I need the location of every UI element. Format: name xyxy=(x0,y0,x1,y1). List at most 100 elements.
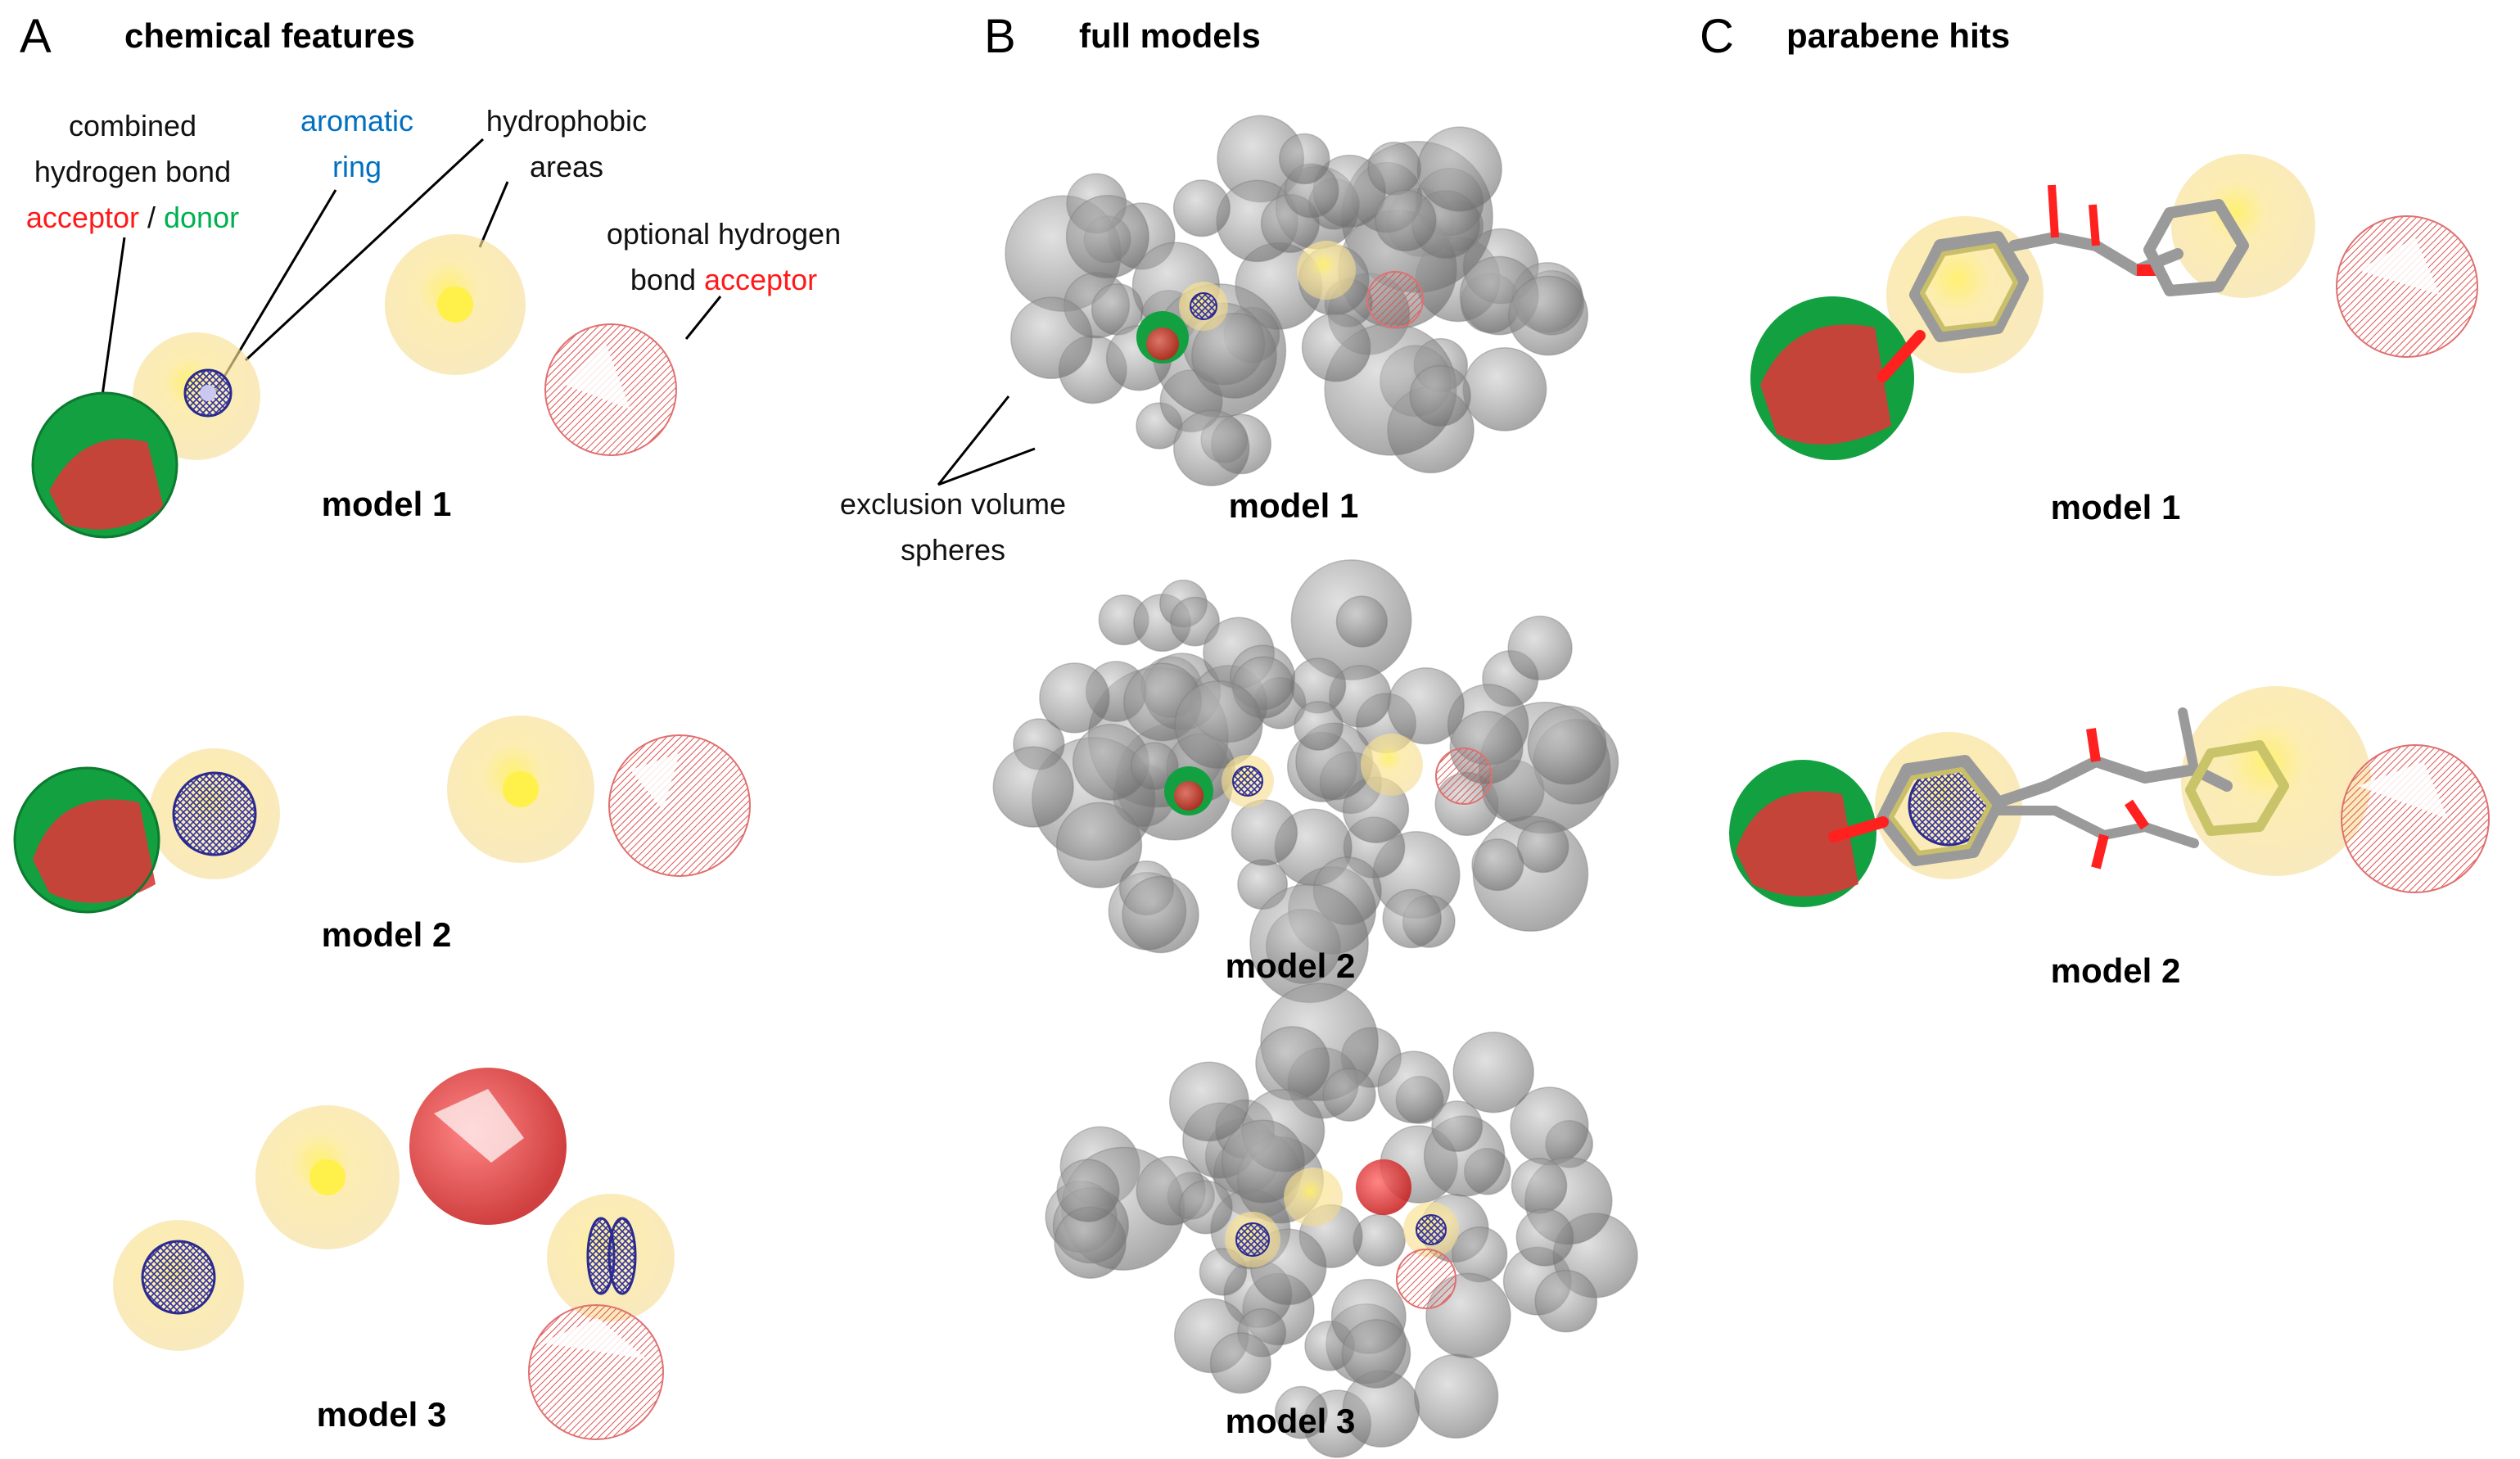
exclusion-volume-sphere xyxy=(1377,1050,1451,1124)
exclusion-volume-sphere xyxy=(1462,346,1547,431)
exclusion-volume-sphere xyxy=(1130,742,1179,791)
exclusion-volume-sphere xyxy=(1507,615,1573,681)
panel-letter-c: C xyxy=(1700,10,1734,63)
leader-exclusion-2 xyxy=(937,447,1036,486)
acceptor-vector-cut xyxy=(2358,237,2440,295)
leader-optional xyxy=(684,296,722,340)
annotation-aromatic: aromatic ring xyxy=(300,104,413,183)
ligand-hydroxyl xyxy=(1828,816,1889,842)
annot-combined-line1: combined xyxy=(69,109,196,142)
exclusion-volume-sphere xyxy=(1322,1068,1376,1122)
optional-acceptor-sphere xyxy=(608,734,751,877)
acceptor-vector-cut xyxy=(630,753,680,811)
annot-combined-line2: hydrogen bond xyxy=(34,155,231,188)
aromatic-ring xyxy=(607,1217,637,1295)
hydrophobic-core xyxy=(503,771,539,807)
exclusion-volume-sphere xyxy=(1056,1159,1120,1222)
exclusion-volume-sphere xyxy=(1055,802,1143,888)
panel-letter-a: A xyxy=(20,10,52,63)
exclusion-volume-sphere xyxy=(1341,1319,1411,1389)
panel-a-model-3: model 3 xyxy=(113,1068,675,1440)
hydrophobic-sphere xyxy=(1297,241,1356,300)
panel-letter-b: B xyxy=(984,10,1016,63)
panel-title-a: chemical features xyxy=(124,16,415,55)
annot-donor: donor xyxy=(164,201,239,234)
ligand-benzyl-ring xyxy=(2185,740,2289,836)
panel-title-c: parabene hits xyxy=(1786,16,2010,55)
exclusion-volume-sphere xyxy=(1516,820,1569,874)
annot-hydrophobic-line2: areas xyxy=(530,150,603,183)
exclusion-volume-sphere xyxy=(1168,1061,1249,1142)
parabene-ligand-overlay xyxy=(1828,707,2289,870)
ligand-phenyl-ring xyxy=(1909,231,2029,342)
annot-aromatic-line1: aromatic xyxy=(300,104,413,138)
aromatic-ring xyxy=(1190,292,1217,320)
exclusion-volume-sphere xyxy=(992,746,1074,828)
exclusion-volume-sphere xyxy=(1174,680,1263,770)
panel-a-model-1: model 1 xyxy=(31,234,677,539)
annot-optional-line1: optional hydrogen xyxy=(607,217,841,251)
model-label-c2: model 2 xyxy=(2051,951,2181,990)
panel-title-b: full models xyxy=(1079,16,1261,55)
annotation-hydrophobic: hydrophobic areas xyxy=(486,104,647,183)
annot-slash: / xyxy=(139,201,164,234)
acceptor-sphere xyxy=(1736,791,1858,897)
exclusion-volume-sphere xyxy=(1294,701,1344,751)
annot-acceptor: acceptor xyxy=(26,201,139,234)
acceptor-vector-cut xyxy=(2358,761,2448,819)
acceptor-vector-cut xyxy=(434,1089,524,1163)
annot-optional-line2: bond acceptor xyxy=(630,263,817,296)
hydrophobic-core xyxy=(309,1159,345,1195)
ligand-carbonyl xyxy=(2091,833,2109,870)
annot-aromatic-line2: ring xyxy=(332,150,382,183)
annot-exclusion-line1: exclusion volume xyxy=(840,487,1066,521)
exclusion-volume-sphere xyxy=(1065,195,1149,279)
aromatic-ring xyxy=(141,1240,216,1315)
ligand-phenyl-ring-overlay xyxy=(1920,243,2018,332)
aromatic-ring xyxy=(1235,1222,1270,1257)
panel-b-model-2 xyxy=(992,559,1619,1004)
acceptor-sphere xyxy=(1146,327,1179,360)
exclusion-volume-sphere xyxy=(1527,705,1607,785)
leader-exclusion-1 xyxy=(937,395,1010,486)
exclusion-volume-sphere xyxy=(1039,662,1110,734)
exclusion-volume-sphere xyxy=(1335,595,1389,648)
exclusion-volume-sphere xyxy=(1409,364,1471,427)
exclusion-volume-sphere xyxy=(1209,1332,1271,1394)
annot-optional-acceptor: acceptor xyxy=(704,263,817,296)
panel-b-model-3 xyxy=(1045,982,1638,1458)
ligand-carbonyl xyxy=(2086,728,2101,762)
exclusion-volume-sphere xyxy=(1122,875,1199,954)
model-label-b1: model 1 xyxy=(1229,486,1359,525)
exclusion-volume-sphere xyxy=(1413,1353,1499,1439)
acceptor-vector-cut xyxy=(565,344,630,409)
annot-hydrophobic-line1: hydrophobic xyxy=(486,104,647,138)
acceptor-sphere xyxy=(49,439,164,530)
acceptor-sphere xyxy=(33,799,156,903)
hydrophobic-core xyxy=(437,287,473,323)
exclusion-volume-sphere xyxy=(1382,888,1442,949)
exclusion-volume-sphere xyxy=(1508,275,1589,356)
exclusion-volume-sphere xyxy=(1471,838,1524,892)
model-label-a1: model 1 xyxy=(322,485,452,523)
ligand-ester-chain xyxy=(1993,806,2199,848)
exclusion-volume-sphere xyxy=(1511,1157,1568,1214)
annot-acceptor-donor: acceptor / donor xyxy=(26,201,239,234)
exclusion-volume-sphere xyxy=(1367,141,1422,196)
aromatic-ring-center xyxy=(200,385,216,401)
ligand-carbonyl xyxy=(2048,184,2059,238)
exclusion-volume-sphere xyxy=(1178,1180,1233,1235)
ligand-phenyl-ring-overlay xyxy=(1889,767,1992,856)
hydrophobic-sphere xyxy=(2171,154,2315,298)
exclusion-volume-sphere xyxy=(1221,1119,1306,1204)
exclusion-volume-sphere xyxy=(1387,667,1465,745)
model-label-c1: model 1 xyxy=(2051,488,2181,526)
exclusion-volume-sphere xyxy=(1255,1026,1330,1101)
optional-acceptor-sphere xyxy=(1396,1249,1456,1309)
hydrophobic-sphere xyxy=(1361,734,1423,796)
annot-optional-bond: bond xyxy=(630,263,704,296)
acceptor-sphere xyxy=(1760,324,1891,445)
exclusion-volume-sphere xyxy=(1279,133,1330,185)
exclusion-volume-sphere xyxy=(1010,296,1093,380)
